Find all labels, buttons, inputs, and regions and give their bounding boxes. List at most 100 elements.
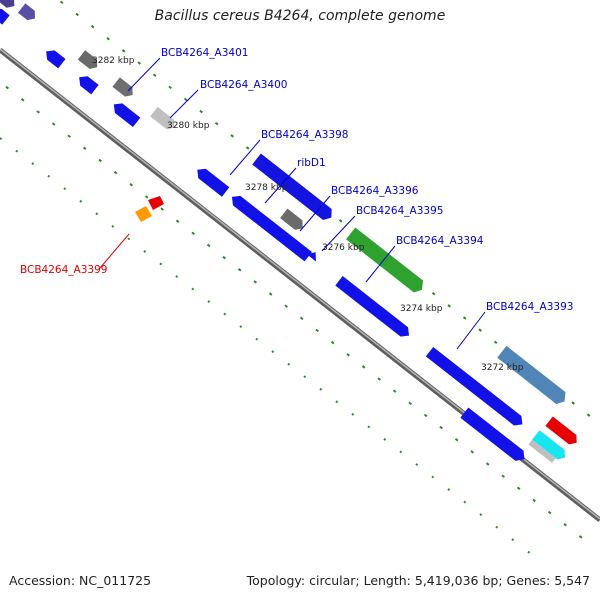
gene-label-A3394[interactable]: BCB4264_A3394 <box>396 235 484 247</box>
gene-feature-blue-d[interactable] <box>110 100 141 128</box>
gene-feature-lightgray[interactable] <box>150 106 178 132</box>
scale-label: 3280 kbp <box>167 121 210 131</box>
leader-line-A3396 <box>299 195 331 232</box>
gene-feature-blue-j[interactable] <box>425 346 526 429</box>
tick-mark <box>367 425 371 429</box>
gene-feature-blue-g[interactable] <box>283 235 312 262</box>
tick-mark <box>447 488 451 491</box>
gene-feature-blue-f[interactable] <box>228 192 296 249</box>
tick-mark <box>137 61 141 65</box>
tick-mark <box>175 219 180 223</box>
tick-mark <box>399 450 403 454</box>
tick-mark <box>36 110 40 114</box>
gene-label-ribD1[interactable]: ribD1 <box>297 157 326 169</box>
gene-feature-purple-1[interactable] <box>0 0 18 11</box>
gene-feature-A3394-green[interactable] <box>346 227 427 295</box>
inner-tick-row <box>5 85 583 539</box>
tick-mark <box>95 212 99 216</box>
tick-mark <box>75 12 79 17</box>
tick-mark <box>315 328 319 333</box>
gene-labels: BCB4264_A3401 BCB4264_A3400 BCB4264_A339… <box>20 47 573 313</box>
tick-mark <box>462 316 467 320</box>
tick-mark <box>79 199 83 203</box>
tick-mark <box>493 340 498 345</box>
tick-mark <box>495 525 499 529</box>
tick-mark <box>237 268 242 272</box>
gene-label-A3395[interactable]: BCB4264_A3395 <box>356 205 443 217</box>
gene-feature-gray-1[interactable] <box>77 50 101 72</box>
leader-line-A3399 <box>99 233 130 269</box>
gene-label-A3399[interactable]: BCB4264_A3399 <box>20 264 107 276</box>
gene-feature-blue-i[interactable] <box>335 276 412 340</box>
map-title: Bacillus cereus B4264, complete genome <box>154 8 446 24</box>
leader-line-A3395 <box>321 215 356 252</box>
tick-mark <box>547 510 552 515</box>
tick-mark <box>335 400 339 404</box>
features-upper <box>0 0 569 407</box>
tick-mark <box>98 158 102 163</box>
tick-mark <box>129 183 133 187</box>
gene-feature-blue-b[interactable] <box>42 47 66 69</box>
gene-label-A3398[interactable]: BCB4264_A3398 <box>261 129 348 141</box>
tick-mark <box>207 300 211 303</box>
gene-feature-gray-3[interactable] <box>280 208 306 233</box>
gene-feature-A3393-steel[interactable] <box>497 345 569 407</box>
tick-mark <box>199 109 203 114</box>
tick-mark <box>485 462 490 466</box>
gene-label-A3393[interactable]: BCB4264_A3393 <box>486 301 573 313</box>
gene-feature-blue-a[interactable] <box>0 3 10 25</box>
tick-mark <box>284 304 288 308</box>
gene-feature-orange[interactable] <box>135 206 152 222</box>
tick-mark <box>361 365 366 369</box>
tick-mark <box>183 97 188 102</box>
gene-feature-red-bottom[interactable] <box>545 416 580 447</box>
tick-mark <box>20 98 25 102</box>
tick-mark <box>586 413 591 417</box>
leader-line-A3394 <box>365 245 396 283</box>
tick-mark <box>127 237 131 241</box>
gene-feature-A3399-red[interactable] <box>148 196 164 210</box>
tick-mark <box>287 362 291 366</box>
tick-mark <box>479 513 483 517</box>
tick-mark <box>253 280 257 284</box>
tick-mark <box>152 73 157 77</box>
tick-mark <box>245 146 250 150</box>
tick-mark <box>431 475 435 479</box>
tick-mark <box>454 438 459 442</box>
tick-mark <box>431 292 436 296</box>
gene-feature-blue-k[interactable] <box>460 407 528 464</box>
gene-feature-gray-2[interactable] <box>112 77 136 99</box>
tick-mark <box>168 85 172 90</box>
tick-mark <box>160 207 164 211</box>
gene-feature-blue-h[interactable] <box>306 249 321 262</box>
gene-feature-gray-bottom[interactable] <box>528 439 556 463</box>
tick-mark <box>191 287 195 291</box>
gene-label-A3396[interactable]: BCB4264_A3396 <box>331 185 419 197</box>
gene-feature-blue-e[interactable] <box>194 165 230 197</box>
tick-mark <box>31 162 35 166</box>
tick-mark <box>319 387 323 391</box>
tick-mark <box>571 401 575 405</box>
tick-mark <box>206 243 211 248</box>
gene-feature-A3398[interactable] <box>252 153 335 223</box>
tick-mark <box>351 412 355 416</box>
features-lower <box>0 3 580 464</box>
gene-label-A3400[interactable]: BCB4264_A3400 <box>200 79 287 91</box>
tick-mark <box>338 219 343 223</box>
tick-mark <box>5 85 9 90</box>
accession-label: Accession: NC_011725 <box>9 573 152 588</box>
tick-mark <box>63 187 67 191</box>
tick-mark <box>299 316 304 321</box>
gene-feature-cyan[interactable] <box>532 430 569 462</box>
gene-feature-purple-2[interactable] <box>17 3 39 23</box>
tick-mark <box>175 275 179 278</box>
tick-mark <box>330 340 335 345</box>
leader-line-ribD1 <box>264 167 297 204</box>
tick-mark <box>268 292 273 296</box>
gene-feature-blue-c[interactable] <box>75 73 99 95</box>
gene-label-A3401[interactable]: BCB4264_A3401 <box>161 47 248 59</box>
tick-mark <box>383 438 387 441</box>
tick-mark <box>15 149 19 153</box>
tick-mark <box>255 337 259 341</box>
tick-mark <box>516 486 521 491</box>
